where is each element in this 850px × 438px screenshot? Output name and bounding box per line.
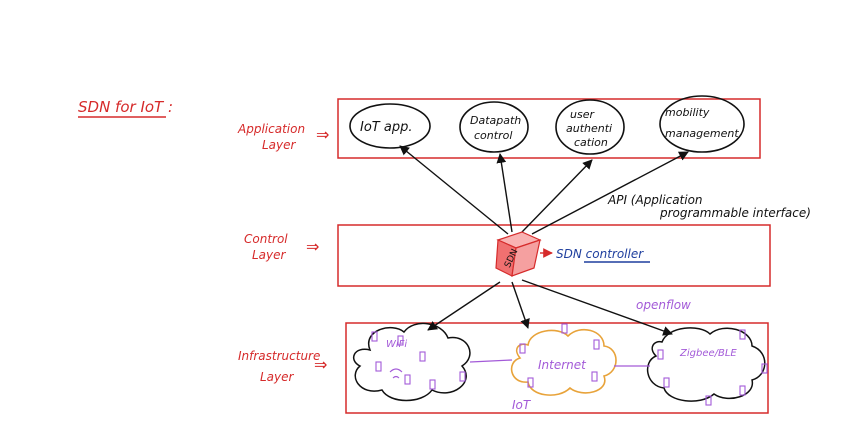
svg-text:Infrastructure: Infrastructure xyxy=(238,349,320,363)
svg-text:management: management xyxy=(665,127,739,140)
svg-text:Application: Application xyxy=(237,122,305,136)
svg-text:WiFi: WiFi xyxy=(386,339,407,350)
sdn-controller-label: SDN controller xyxy=(556,247,644,261)
svg-text:Layer: Layer xyxy=(262,138,297,152)
infrastructure-layer-label: Infrastructure Layer xyxy=(238,349,320,384)
svg-text:Zigbee/BLE: Zigbee/BLE xyxy=(679,348,737,359)
iot-label: IoT xyxy=(512,398,532,412)
svg-text:cation: cation xyxy=(574,136,608,149)
internet-cloud: Internet xyxy=(510,323,617,396)
svg-text:Layer: Layer xyxy=(252,248,287,262)
app-mobility-management: mobility management xyxy=(659,95,745,153)
svg-text:Layer: Layer xyxy=(260,370,295,384)
application-layer-label: Application Layer xyxy=(237,122,305,152)
svg-text:Control: Control xyxy=(244,232,288,246)
svg-text:IoT app.: IoT app. xyxy=(360,120,412,135)
api-arrows xyxy=(399,145,689,235)
infrastructure-layer-box xyxy=(345,322,769,414)
sdn-controller-device: SDN xyxy=(495,231,542,277)
control-layer-box xyxy=(337,224,771,287)
title: SDN for IoT : xyxy=(78,98,173,116)
control-layer-label: Control Layer xyxy=(244,232,288,262)
svg-text:Datapath: Datapath xyxy=(470,114,521,127)
app-datapath-control: Datapath control xyxy=(459,101,529,153)
infrastructure-layer-arrow: ⇒ xyxy=(314,355,327,374)
application-layer-arrow: ⇒ xyxy=(316,125,329,144)
cloud-links xyxy=(469,359,650,367)
svg-text:authenti: authenti xyxy=(566,122,612,135)
app-user-authentication: user authenti cation xyxy=(555,99,625,155)
svg-text:user: user xyxy=(570,108,595,121)
svg-text:programmable interface): programmable interface) xyxy=(659,206,811,220)
svg-text:mobility: mobility xyxy=(665,106,710,119)
svg-text:Internet: Internet xyxy=(538,358,587,372)
svg-text:API (Application: API (Application xyxy=(607,193,703,207)
wifi-cloud: WiFi xyxy=(352,322,471,402)
api-annotation: API (Application programmable interface) xyxy=(607,193,811,220)
application-layer-box xyxy=(337,98,761,159)
zigbee-cloud: Zigbee/BLE xyxy=(646,327,768,406)
svg-text:control: control xyxy=(474,129,512,142)
openflow-label: openflow xyxy=(636,298,691,312)
app-iot: IoT app. xyxy=(349,103,431,149)
control-layer-arrow: ⇒ xyxy=(306,237,319,256)
southbound-arrows xyxy=(427,279,673,336)
